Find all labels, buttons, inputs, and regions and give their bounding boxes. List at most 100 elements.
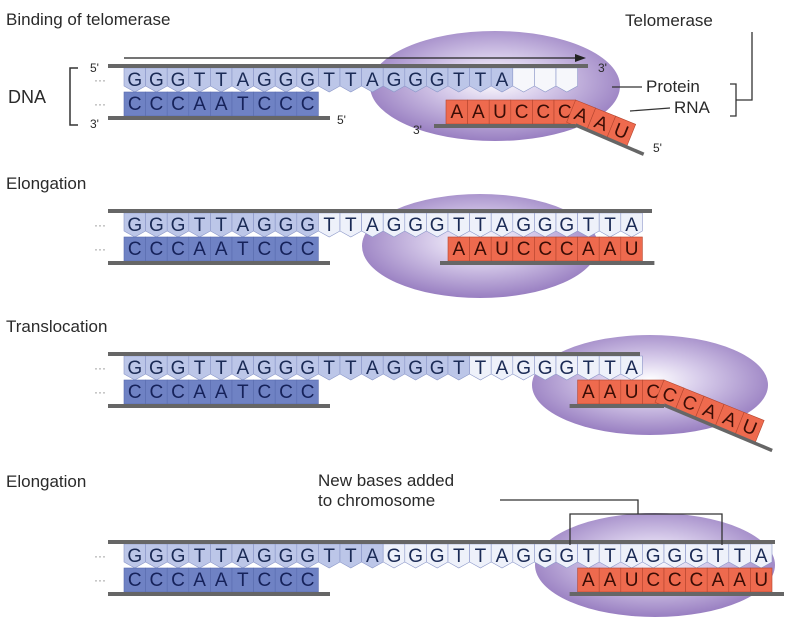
base-letter: G: [387, 546, 402, 567]
base-letter: A: [366, 546, 379, 567]
base-letter: T: [237, 94, 249, 115]
protein-label: Protein: [646, 77, 700, 96]
telomerase-label: Telomerase: [625, 11, 713, 30]
base-letter: U: [493, 102, 507, 123]
dna-bracket: [69, 67, 78, 126]
base-letter: C: [690, 570, 704, 591]
base-letter: G: [538, 546, 553, 567]
ellipsis: ···: [94, 73, 106, 87]
base-letter: A: [582, 570, 595, 591]
base-letter: G: [538, 215, 553, 236]
base-letter: A: [366, 70, 379, 91]
base-letter: C: [301, 382, 315, 403]
base-letter: G: [257, 215, 272, 236]
base-letter: G: [387, 358, 402, 379]
base-letter: G: [408, 215, 423, 236]
base-letter: G: [646, 546, 661, 567]
base-letter: A: [450, 102, 463, 123]
ellipsis: ···: [94, 549, 106, 563]
base-letter: G: [279, 215, 294, 236]
base-letter: G: [279, 70, 294, 91]
base-letter: C: [150, 382, 164, 403]
rna-base: A: [714, 403, 745, 436]
new-bases-connector: [500, 499, 639, 514]
base-letter: T: [237, 239, 249, 260]
base-letter: T: [237, 570, 249, 591]
base-letter: G: [430, 215, 445, 236]
base-letter: T: [712, 546, 724, 567]
ellipsis: ···: [94, 573, 106, 587]
dna-label: DNA: [8, 87, 46, 107]
rna-base: A: [694, 395, 725, 427]
base-letter: A: [193, 239, 206, 260]
base-letter: C: [279, 570, 293, 591]
base-letter: T: [604, 215, 616, 236]
base-letter: G: [516, 215, 531, 236]
base-letter: G: [408, 70, 423, 91]
base-letter: G: [559, 358, 574, 379]
base-letter: G: [149, 358, 164, 379]
base-letter: G: [667, 546, 682, 567]
base-letter: C: [279, 94, 293, 115]
bottom-5prime-label: 5': [337, 113, 346, 127]
base-letter: A: [496, 70, 509, 91]
base-letter: T: [583, 215, 595, 236]
rna-base: C: [654, 379, 685, 411]
base-letter: T: [215, 358, 227, 379]
base-letter: A: [604, 570, 617, 591]
base-letter: T: [237, 382, 249, 403]
base-letter: T: [194, 70, 206, 91]
base-letter: T: [215, 215, 227, 236]
base-letter: A: [452, 239, 465, 260]
base-letter: A: [193, 382, 206, 403]
base-letter: A: [215, 94, 228, 115]
base-letter: A: [215, 382, 228, 403]
rna-base: U: [734, 411, 765, 444]
base-letter: T: [345, 546, 357, 567]
base-letter: G: [300, 70, 315, 91]
base-letter: G: [559, 546, 574, 567]
base-letter: U: [625, 239, 639, 260]
base-letter: C: [517, 239, 531, 260]
base-letter: G: [559, 215, 574, 236]
base-letter: G: [127, 546, 142, 567]
base-letter: A: [755, 546, 768, 567]
base-letter: A: [496, 546, 509, 567]
base-letter: G: [408, 358, 423, 379]
base-letter: A: [366, 215, 379, 236]
base-letter: T: [323, 70, 335, 91]
base-letter: C: [258, 382, 272, 403]
arrow-head-icon: [575, 54, 586, 62]
base-letter: A: [193, 94, 206, 115]
new-bases-bracket: [569, 513, 723, 545]
base-letter: T: [323, 358, 335, 379]
base-letter: C: [538, 239, 552, 260]
base-letter: A: [582, 382, 595, 403]
base-letter: T: [194, 546, 206, 567]
base-letter: G: [300, 546, 315, 567]
base-letter: G: [387, 215, 402, 236]
base-letter: C: [515, 102, 529, 123]
base-letter: C: [150, 239, 164, 260]
base-letter: C: [536, 102, 550, 123]
bottom-3prime-label: 3': [90, 117, 99, 131]
base-letter: G: [127, 358, 142, 379]
ellipsis: ···: [94, 97, 106, 111]
base-letter: A: [625, 215, 638, 236]
base-letter: G: [538, 358, 553, 379]
rna-base: U: [606, 115, 637, 147]
base-letter: A: [236, 70, 249, 91]
base-letter: A: [496, 358, 509, 379]
base-letter: G: [689, 546, 704, 567]
rna-label: RNA: [674, 98, 711, 117]
base-letter: T: [475, 546, 487, 567]
ellipsis: ···: [94, 361, 106, 375]
base-letter: A: [733, 570, 746, 591]
base-letter: G: [257, 358, 272, 379]
base-letter: C: [301, 94, 315, 115]
base-letter: A: [582, 239, 595, 260]
base-letter: A: [625, 358, 638, 379]
base-letter: T: [345, 70, 357, 91]
